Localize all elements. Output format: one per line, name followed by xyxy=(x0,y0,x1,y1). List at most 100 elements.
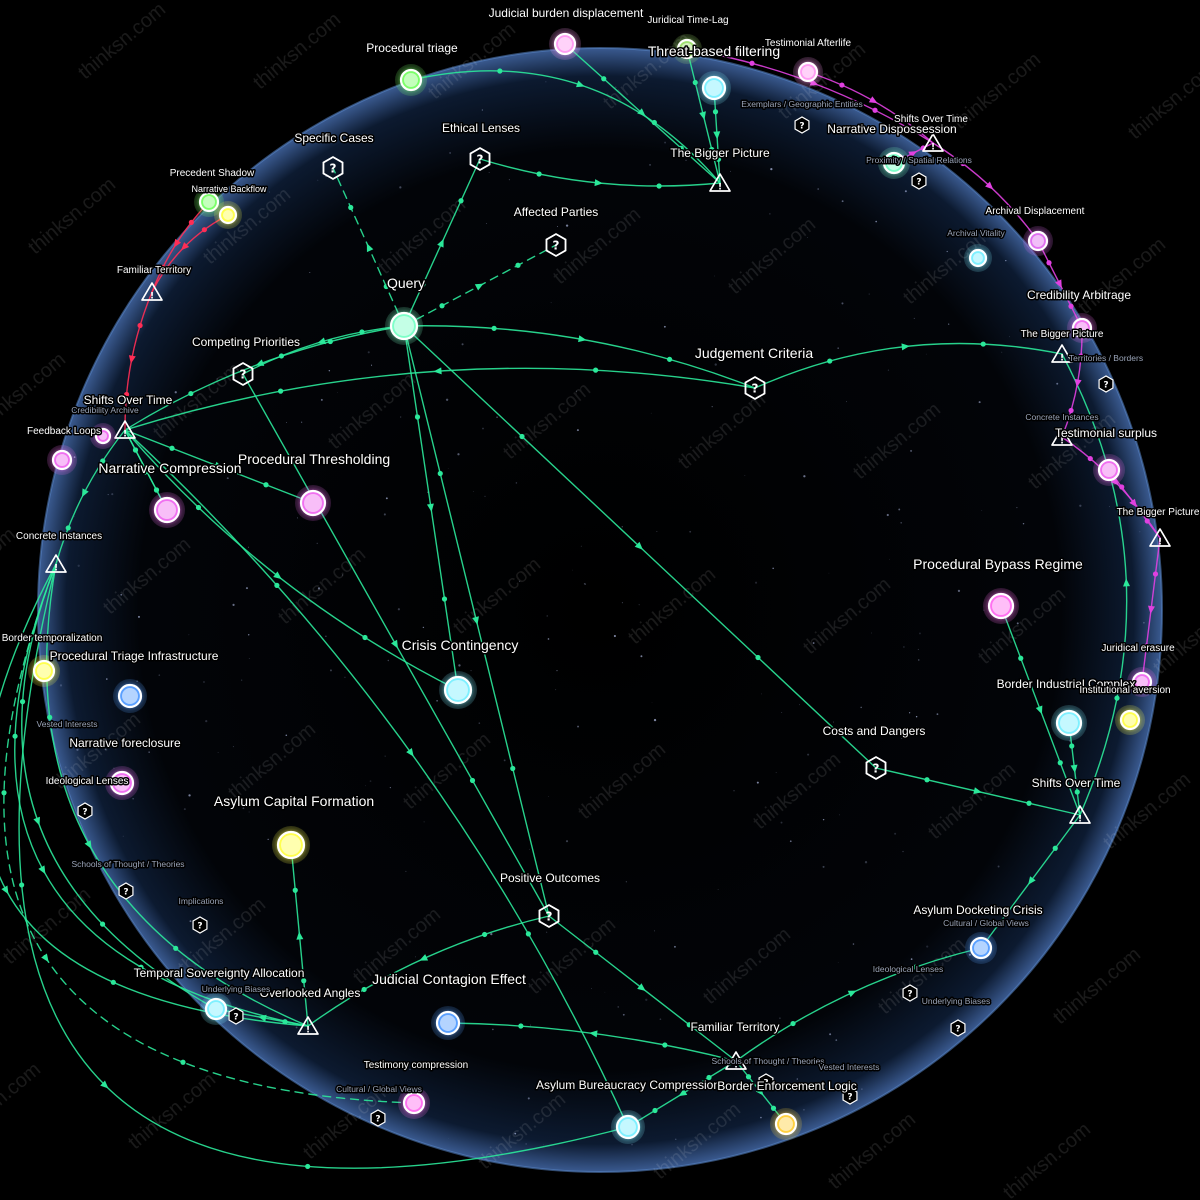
familiar-territory-bottom-warning-icon[interactable]: ! xyxy=(725,1051,747,1071)
star xyxy=(925,353,927,355)
feedback-loops-node[interactable] xyxy=(47,445,77,475)
star xyxy=(803,475,806,478)
edge-dot xyxy=(686,1022,692,1028)
overlooked-angles-warning-icon[interactable]: ! xyxy=(297,1016,319,1036)
minor-question-icon[interactable]: ? xyxy=(77,802,93,820)
temporal-sovereignty-allocation-node[interactable] xyxy=(200,993,232,1025)
border-temporalization-node[interactable] xyxy=(28,655,60,687)
narrative-foreclosure-node[interactable] xyxy=(105,766,139,800)
familiar-territory-top-warning-icon[interactable]: ! xyxy=(141,282,163,302)
border-enforcement-logic-node[interactable] xyxy=(770,1108,802,1140)
star xyxy=(104,748,107,751)
asylum-capital-formation-node[interactable] xyxy=(272,826,310,864)
edge-dot xyxy=(790,1020,796,1027)
query-node[interactable] xyxy=(385,307,423,345)
procedural-bypass-regime-node[interactable] xyxy=(983,588,1019,624)
specific-cases-question-icon[interactable]: ? xyxy=(322,156,344,180)
procedural-thresholding-node[interactable] xyxy=(295,485,331,521)
star xyxy=(957,589,961,593)
edge-dot xyxy=(525,931,531,937)
crisis-contingency-node[interactable] xyxy=(439,671,477,709)
juridical-erasure-node[interactable] xyxy=(1127,667,1157,697)
territories-borders-label: Territories / Borders xyxy=(1069,353,1143,363)
edge-arrow xyxy=(589,1030,598,1038)
archival-vitality-node[interactable] xyxy=(964,244,992,272)
narrative-dispossession-node[interactable] xyxy=(878,147,910,179)
shifts-over-time-top-warning-icon[interactable]: ! xyxy=(922,133,944,153)
institutional-aversion-node[interactable] xyxy=(1115,705,1145,735)
minor-question-icon[interactable]: ? xyxy=(118,882,134,900)
juridical-time-lag-node[interactable] xyxy=(672,34,702,64)
minor-question-icon[interactable]: ? xyxy=(950,1019,966,1037)
star xyxy=(203,681,205,683)
narrative-compression-node[interactable] xyxy=(149,492,185,528)
edge-dot xyxy=(123,391,130,398)
star xyxy=(397,608,400,611)
procedural-triage-node[interactable] xyxy=(395,64,427,96)
the-bigger-picture-far-right-warning-icon[interactable]: ! xyxy=(1149,528,1171,548)
star xyxy=(1016,622,1019,625)
narrative-backflow-label: Narrative Backflow xyxy=(191,184,267,194)
concrete-instances-right-warning-icon[interactable]: ! xyxy=(1051,427,1073,447)
minor-question-icon[interactable]: ? xyxy=(1098,375,1114,393)
positive-outcomes-question-icon[interactable]: ? xyxy=(538,904,560,928)
star xyxy=(621,602,624,604)
star xyxy=(717,888,719,890)
star xyxy=(1022,522,1025,525)
minor-question-icon[interactable]: ? xyxy=(902,984,918,1002)
minor-question-icon[interactable]: ? xyxy=(758,1073,774,1091)
judicial-burden-displacement-node[interactable] xyxy=(549,28,581,60)
concrete-instances-left-warning-icon[interactable]: ! xyxy=(45,554,67,574)
testimony-compression-node[interactable] xyxy=(398,1087,430,1119)
star xyxy=(484,495,486,498)
asylum-bureaucracy-compression-node[interactable] xyxy=(611,1110,645,1144)
bigger-picture-top-warning-icon[interactable]: ! xyxy=(709,173,731,193)
the-bigger-picture-right-warning-icon[interactable]: ! xyxy=(1051,344,1073,364)
asylum-docketing-crisis-node[interactable] xyxy=(965,932,997,964)
judgement-criteria-question-icon[interactable]: ? xyxy=(744,376,766,400)
edge-arrow xyxy=(296,931,304,940)
archival-displacement-node[interactable] xyxy=(1023,226,1053,256)
affected-parties-question-icon[interactable]: ? xyxy=(545,233,567,257)
precedent-shadow-node[interactable] xyxy=(194,187,224,217)
competing-priorities-question-icon[interactable]: ? xyxy=(232,362,254,386)
minor-question-icon[interactable]: ? xyxy=(842,1087,858,1105)
credibility-arbitrage-node[interactable] xyxy=(1067,313,1097,343)
edge-dot xyxy=(960,160,966,167)
minor-question-icon[interactable]: ? xyxy=(911,172,927,190)
threat-based-filtering-node[interactable] xyxy=(697,71,731,105)
star xyxy=(436,699,438,702)
ethical-lenses-question-icon[interactable]: ? xyxy=(469,147,491,171)
minor-question-icon[interactable]: ? xyxy=(794,116,810,134)
svg-text:?: ? xyxy=(375,1115,380,1125)
edge-dot xyxy=(100,458,106,464)
minor-question-icon[interactable]: ? xyxy=(228,1007,244,1025)
competing-priorities-label: Competing Priorities xyxy=(192,335,300,349)
star xyxy=(445,398,449,401)
border-industrial-complex-node[interactable] xyxy=(1051,705,1087,741)
narrative-backflow-node[interactable] xyxy=(214,201,242,229)
shifts-over-time-right-warning-icon[interactable]: ! xyxy=(1069,805,1091,825)
concrete-instances-right-label: Concrete Instances xyxy=(1025,412,1098,422)
star xyxy=(317,587,321,590)
testimonial-surplus-node[interactable] xyxy=(1093,454,1125,486)
star xyxy=(659,1018,662,1021)
minor-question-icon[interactable]: ? xyxy=(192,916,208,934)
testimonial-afterlife-node[interactable] xyxy=(793,57,823,87)
shifts-over-time-left-label: Shifts Over Time xyxy=(84,393,173,407)
star xyxy=(638,604,640,606)
edge-dot xyxy=(1052,845,1058,851)
edge-arrow xyxy=(144,466,151,476)
costs-and-dangers-question-icon[interactable]: ? xyxy=(865,756,887,780)
minor-question-icon[interactable]: ? xyxy=(370,1109,386,1127)
judicial-contagion-effect-node[interactable] xyxy=(431,1006,465,1040)
edge-dot xyxy=(1,790,7,796)
star xyxy=(158,674,161,676)
edge-dot xyxy=(1114,695,1120,701)
procedural-triage-infrastructure-node[interactable] xyxy=(113,679,147,713)
star xyxy=(478,722,481,724)
star xyxy=(585,583,587,585)
shifts-over-time-left-warning-icon[interactable]: ! xyxy=(114,420,136,440)
edge-dot xyxy=(362,634,368,641)
credibility-archive-node[interactable] xyxy=(90,423,116,449)
